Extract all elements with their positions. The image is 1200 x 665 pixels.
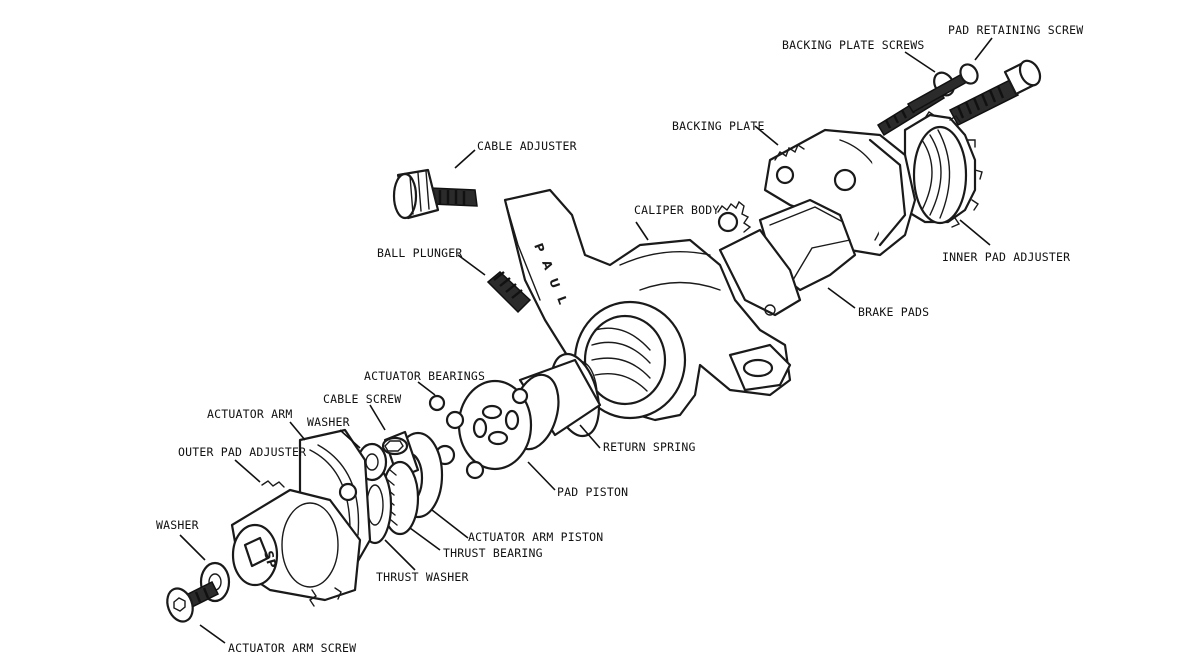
brand-letter-u: U [546,276,562,290]
label-backing-plate-screws: BACKING PLATE SCREWS [782,38,924,52]
actuator-stamp-text: SP [261,549,279,570]
label-outer-pad-adjuster: OUTER PAD ADJUSTER [178,445,306,459]
actuator-bearings [428,379,533,480]
label-brake-pads: BRAKE PADS [858,305,929,319]
leader-pad-retaining-screw [974,37,993,61]
label-pad-piston: PAD PISTON [557,485,628,499]
label-cable-adjuster: CABLE ADJUSTER [477,139,577,153]
label-actuator-arm-piston: ACTUATOR ARM PISTON [468,530,603,544]
leader-backing-plate [754,125,779,146]
leader-washer-upper [339,429,361,449]
ball-plunger [486,271,532,314]
label-washer-upper: WASHER [307,415,350,429]
leader-thrust-washer [384,539,416,571]
label-backing-plate: BACKING PLATE [672,119,765,133]
label-pad-retaining-screw: PAD RETAINING SCREW [948,23,1083,37]
label-actuator-arm: ACTUATOR ARM [207,407,292,421]
leader-caliper-body [635,221,649,241]
label-caliper-body: CALIPER BODY [634,203,719,217]
leader-cable-screw [369,404,386,431]
label-return-spring: RETURN SPRING [603,440,696,454]
leader-actuator-arm-screw [199,624,226,644]
leader-actuator-arm-piston [431,509,469,539]
leader-inner-pad-adjuster [959,219,991,246]
leader-cable-adjuster [454,149,476,169]
leader-backing-plate-screws [904,51,936,73]
leader-actuator-bearings [417,381,436,396]
label-thrust-bearing: THRUST BEARING [443,546,543,560]
label-actuator-arm-screw: ACTUATOR ARM SCREW [228,641,356,655]
leader-pad-piston [527,461,556,491]
leader-actuator-arm [289,421,306,441]
label-actuator-bearings: ACTUATOR BEARINGS [364,369,485,383]
outer-pad-adjuster: SP [230,480,362,607]
label-thrust-washer: THRUST WASHER [376,570,469,584]
cable-adjuster [392,168,478,220]
leader-washer-lower [179,534,206,561]
leader-ball-plunger [457,254,486,276]
leader-lines [179,37,993,644]
backing-plate [763,128,917,257]
label-ball-plunger: BALL PLUNGER [377,246,462,260]
pad-retaining-screw [948,59,1042,126]
leader-brake-pads [827,287,856,309]
part-labels: PAD RETAINING SCREW BACKING PLATE SCREWS… [156,23,1083,655]
label-cable-screw: CABLE SCREW [323,392,401,406]
leader-return-spring [579,424,601,449]
label-washer-lower: WASHER [156,518,199,532]
brake-pads [717,198,857,317]
leader-outer-pad-adjuster [234,459,261,483]
leader-thrust-bearing [409,527,441,551]
actuator-arm-screw [166,580,220,623]
backing-plate-screw-2 [906,63,979,114]
inner-pad-adjuster [903,111,983,228]
label-inner-pad-adjuster: INNER PAD ADJUSTER [942,250,1070,264]
